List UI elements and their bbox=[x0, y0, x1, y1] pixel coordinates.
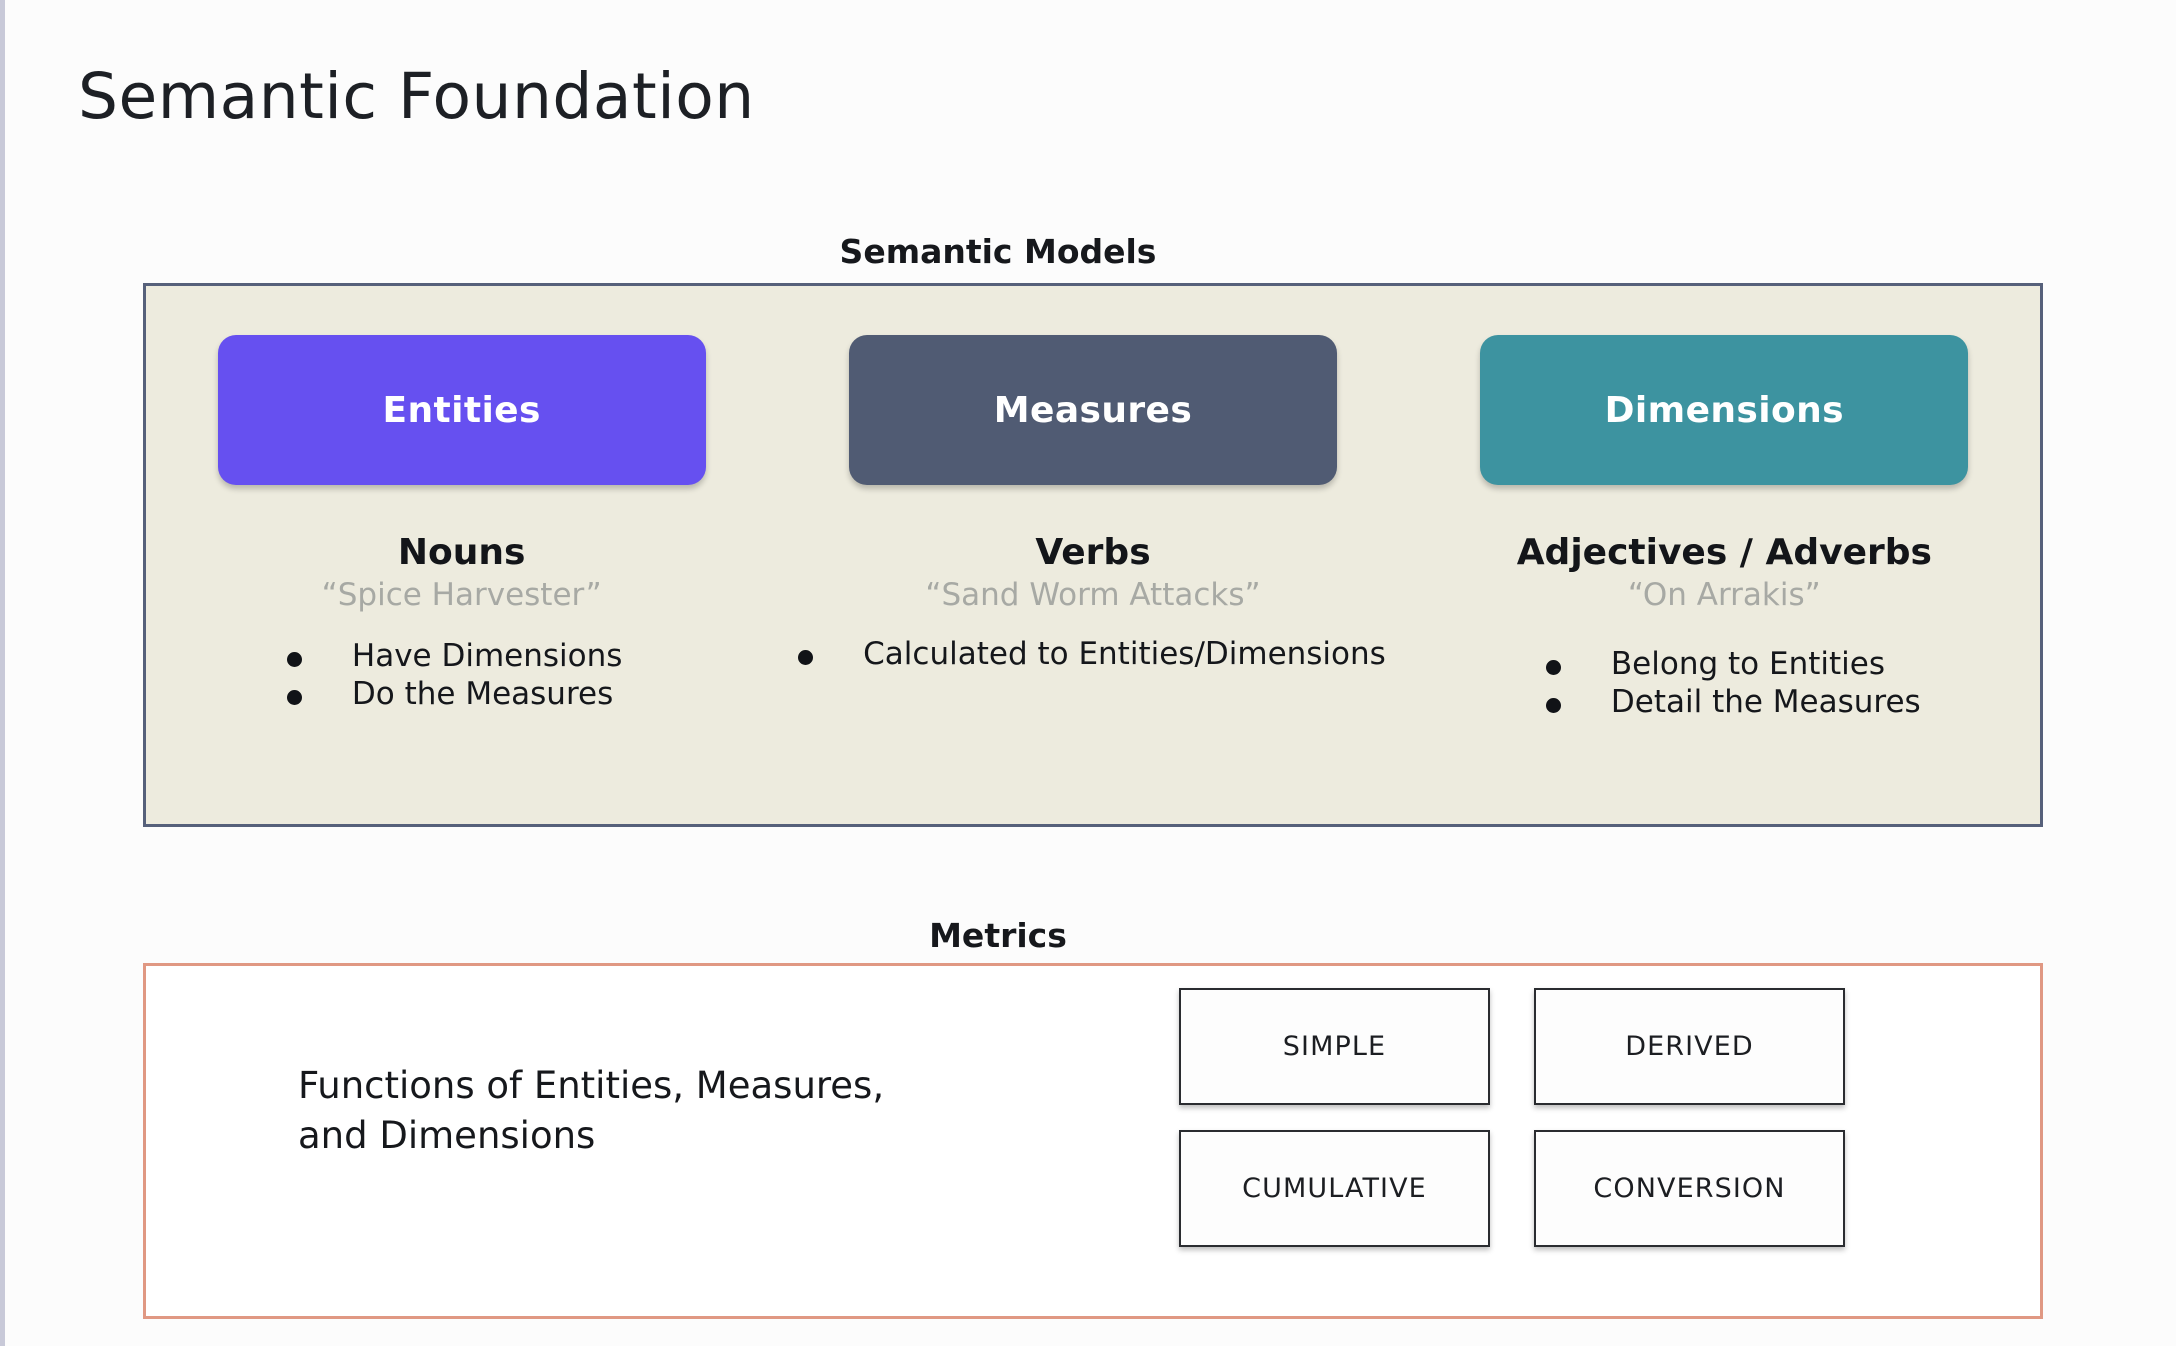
semantic-models-section-label: Semantic Models bbox=[839, 232, 1157, 271]
bullet-dot-icon bbox=[1545, 697, 1561, 713]
metric-type-simple[interactable]: SIMPLE bbox=[1179, 988, 1490, 1105]
metric-type-label: CUMULATIVE bbox=[1242, 1173, 1427, 1204]
metric-type-label: SIMPLE bbox=[1282, 1031, 1387, 1062]
dimensions-bullet-list: Belong to Entities Detail the Measures bbox=[1545, 646, 1921, 723]
list-item: Detail the Measures bbox=[1545, 683, 1921, 721]
list-item: Calculated to Entities/Dimensions bbox=[798, 636, 1386, 673]
list-item: Belong to Entities bbox=[1545, 646, 1921, 683]
entities-pill[interactable]: Entities bbox=[217, 335, 706, 485]
metric-type-derived[interactable]: DERIVED bbox=[1534, 988, 1845, 1105]
metric-type-label: CONVERSION bbox=[1593, 1173, 1786, 1204]
measures-pill[interactable]: Measures bbox=[848, 335, 1337, 485]
entities-part-of-speech: Nouns bbox=[397, 532, 526, 573]
measures-part-of-speech: Verbs bbox=[1035, 532, 1151, 573]
dimensions-example: “On Arrakis” bbox=[1627, 577, 1821, 613]
dimensions-part-of-speech: Adjectives / Adverbs bbox=[1516, 532, 1932, 573]
list-item: Have Dimensions bbox=[286, 638, 623, 675]
measures-bullet-list: Calculated to Entities/Dimensions bbox=[798, 636, 1386, 675]
semantic-models-columns: Entities Nouns “Spice Harvester” Have Di… bbox=[146, 286, 2040, 824]
metrics-description-line-2: and Dimensions bbox=[298, 1113, 596, 1157]
dimensions-pill-label: Dimensions bbox=[1604, 389, 1844, 431]
dimensions-pill[interactable]: Dimensions bbox=[1480, 335, 1969, 485]
list-item: Do the Measures bbox=[286, 675, 623, 713]
bullet-dot-icon bbox=[286, 652, 302, 667]
metrics-section-label: Metrics bbox=[929, 916, 1067, 955]
left-edge-strip bbox=[0, 0, 5, 1346]
semantic-column-dimensions: Dimensions Adjectives / Adverbs “On Arra… bbox=[1409, 286, 2040, 824]
bullet-dot-icon bbox=[798, 650, 814, 665]
semantic-column-entities: Entities Nouns “Spice Harvester” Have Di… bbox=[146, 286, 777, 824]
metrics-panel: Functions of Entities, Measures, and Dim… bbox=[143, 963, 2043, 1319]
entities-bullet-text: Do the Measures bbox=[351, 675, 614, 712]
metric-type-grid: SIMPLE DERIVED CUMULATIVE CONVERSION bbox=[1179, 988, 1845, 1247]
semantic-column-measures: Measures Verbs “Sand Worm Attacks” Calcu… bbox=[777, 286, 1408, 824]
metric-type-conversion[interactable]: CONVERSION bbox=[1534, 1130, 1845, 1247]
entities-bullet-text: Have Dimensions bbox=[351, 638, 623, 674]
metrics-description: Functions of Entities, Measures, and Dim… bbox=[298, 1061, 998, 1160]
metric-type-cumulative[interactable]: CUMULATIVE bbox=[1179, 1130, 1490, 1247]
metrics-description-line-1: Functions of Entities, Measures, bbox=[298, 1064, 885, 1107]
measures-example: “Sand Worm Attacks” bbox=[925, 577, 1261, 613]
page-title: Semantic Foundation bbox=[78, 60, 755, 133]
bullet-dot-icon bbox=[286, 689, 302, 705]
entities-example: “Spice Harvester” bbox=[321, 577, 602, 613]
measures-bullet-text: Calculated to Entities/Dimensions bbox=[863, 636, 1386, 672]
bullet-dot-icon bbox=[1545, 660, 1561, 675]
semantic-models-panel: Entities Nouns “Spice Harvester” Have Di… bbox=[143, 283, 2043, 827]
measures-pill-label: Measures bbox=[993, 389, 1193, 431]
entities-pill-label: Entities bbox=[382, 389, 541, 431]
dimensions-bullet-text: Belong to Entities bbox=[1610, 646, 1885, 682]
entities-bullet-list: Have Dimensions Do the Measures bbox=[286, 638, 623, 715]
metric-type-label: DERIVED bbox=[1625, 1031, 1754, 1062]
dimensions-bullet-text: Detail the Measures bbox=[1610, 683, 1921, 720]
